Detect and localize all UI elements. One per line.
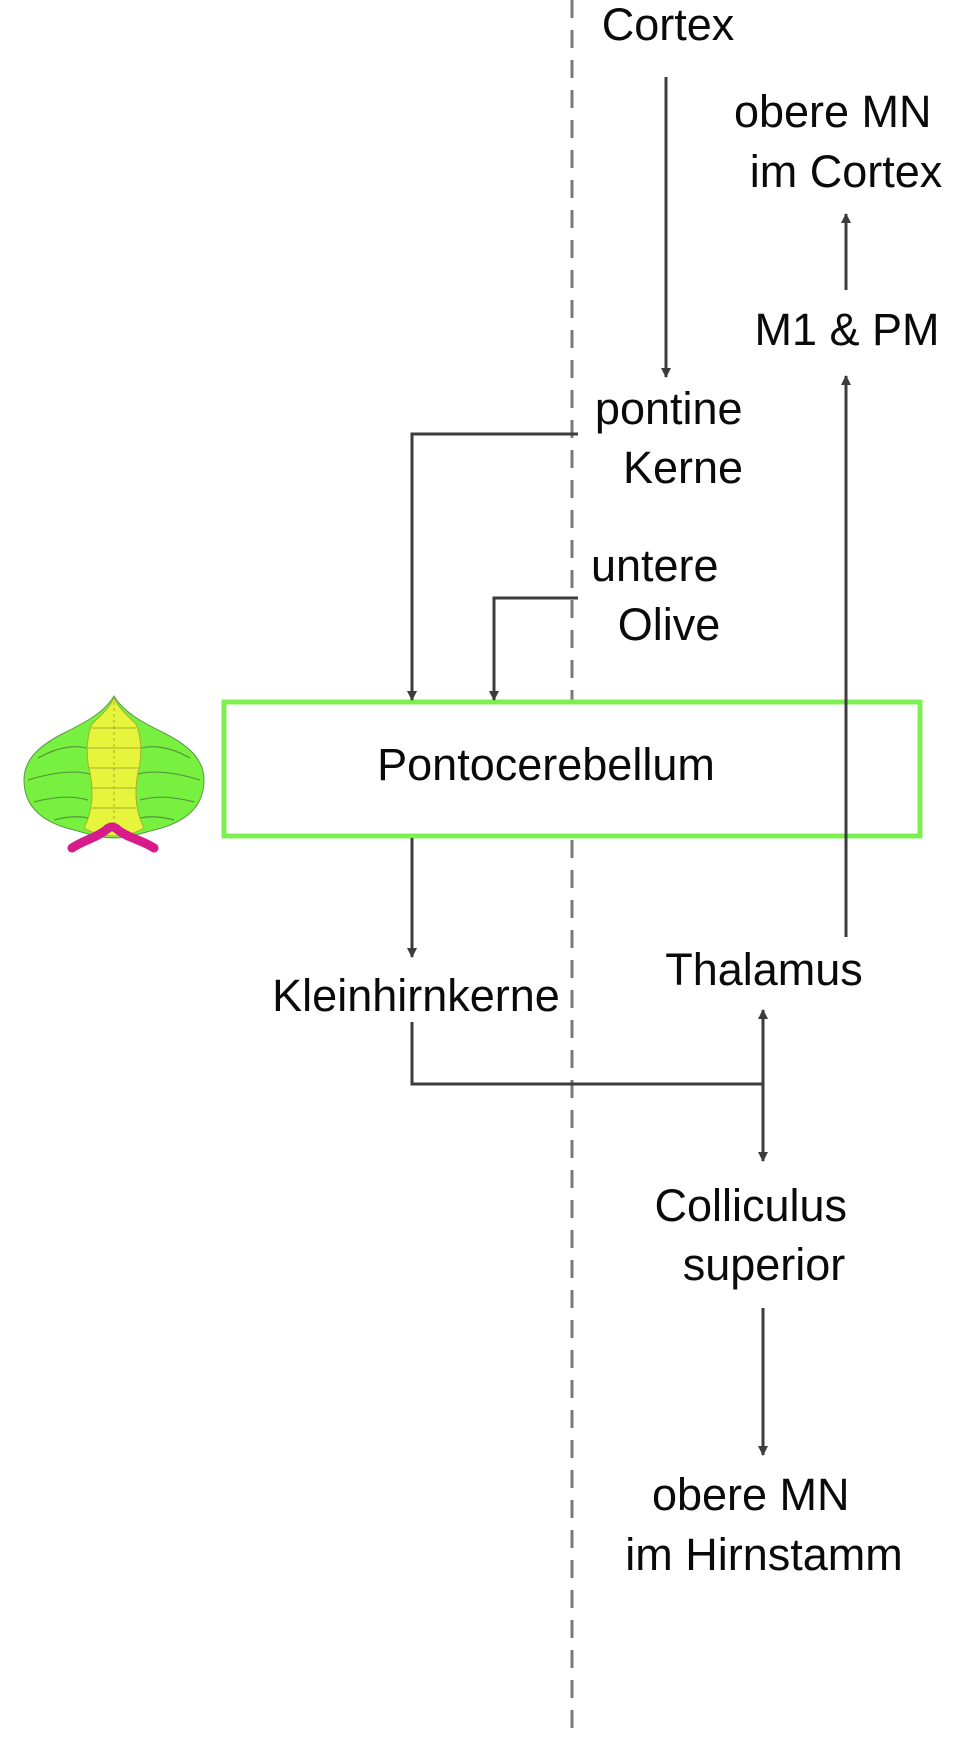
- pathway-arrows: [407, 77, 851, 1456]
- label-upper-mn-brainstem: obere MN im Hirnstamm: [625, 1469, 903, 1580]
- cerebellum-flocculus: [67, 822, 159, 853]
- label-cortex: Cortex: [602, 0, 735, 50]
- label-pontocerebellum: Pontocerebellum: [377, 739, 715, 790]
- cerebellum-vermis: [83, 696, 145, 837]
- arrow-pontine-to-pontocerebellum: [407, 432, 578, 701]
- line-nuclei-to-junction: [410, 1022, 763, 1086]
- label-superior-colliculus: Colliculus superior: [654, 1180, 859, 1290]
- label-inferior-olive: untere Olive: [591, 540, 731, 650]
- label-m1-pm: M1 & PM: [754, 304, 939, 355]
- cerebellum-icon: [23, 695, 205, 853]
- label-cerebellar-nuclei: Kleinhirnkerne: [272, 970, 560, 1021]
- pontocerebellum-box: [221, 699, 923, 839]
- vermis-folia: [88, 702, 140, 832]
- cerebellum-folia: [27, 746, 201, 821]
- label-thalamus: Thalamus: [665, 944, 863, 995]
- label-upper-mn-cortex: obere MN im Cortex: [734, 86, 944, 197]
- label-pontine-nuclei: pontine Kerne: [595, 383, 755, 493]
- arrow-olive-to-pontocerebellum: [489, 596, 578, 701]
